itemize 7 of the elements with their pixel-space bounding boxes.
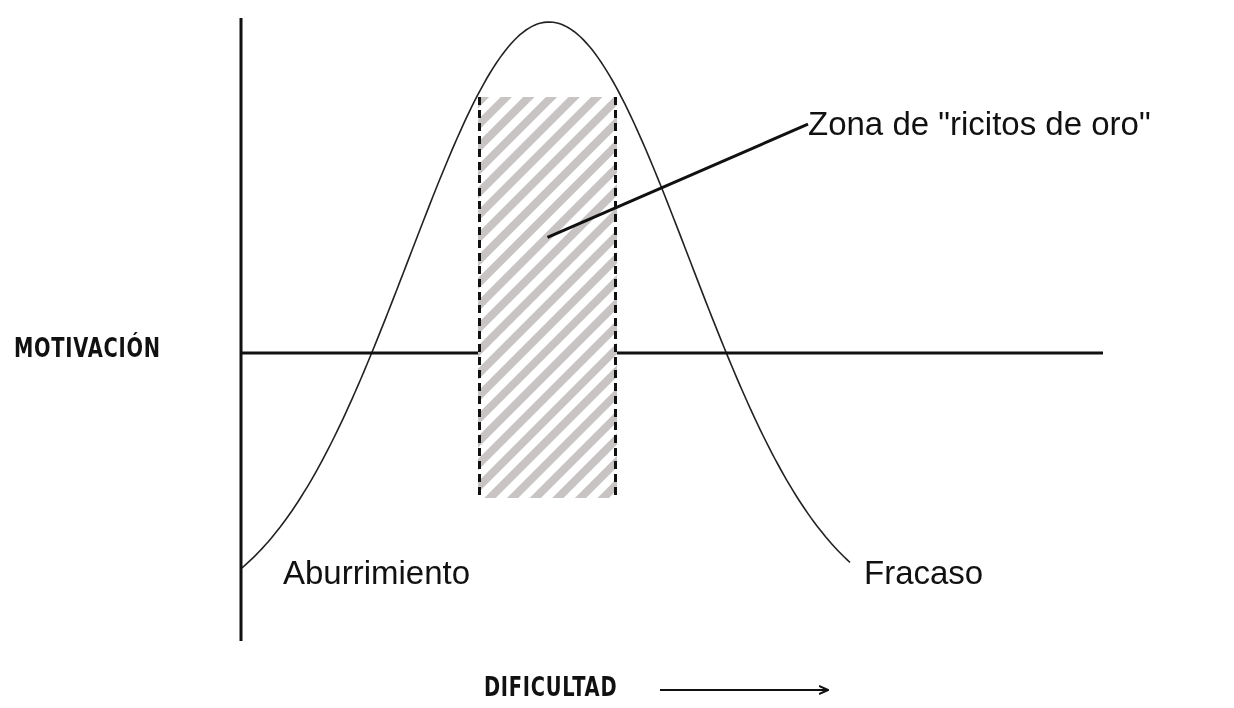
leader-line <box>546 122 809 239</box>
curve-label: Aburrimiento <box>283 555 471 592</box>
axis-title: MOTIVACIÓN <box>14 333 161 363</box>
axis-title: DIFICULTAD <box>484 672 618 702</box>
curve-label: Fracaso <box>864 555 984 592</box>
hatched-region <box>478 97 617 498</box>
callout-text: Zona de "ricitos de oro" <box>808 106 1151 143</box>
